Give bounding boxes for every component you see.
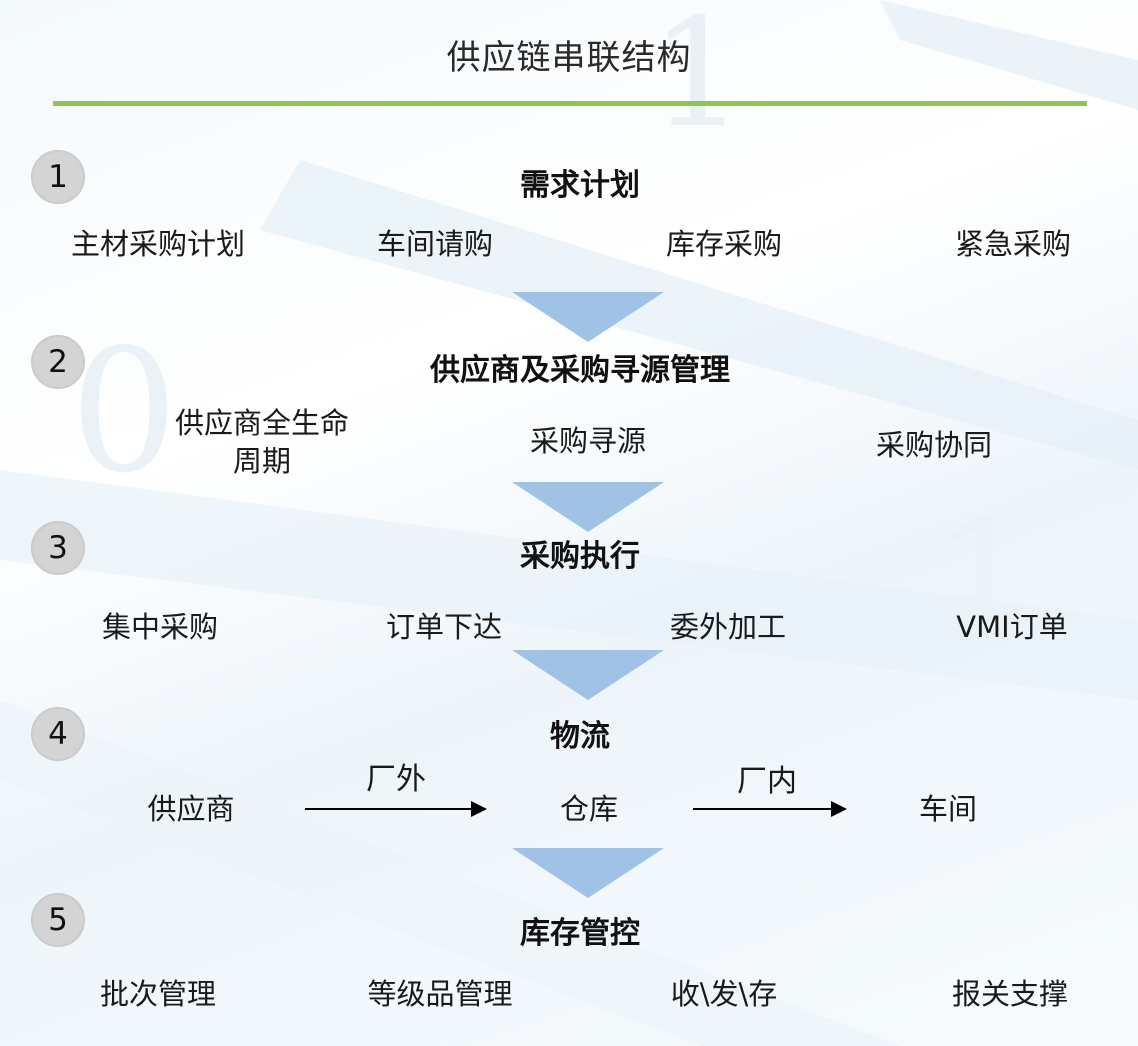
stage-3-title: 采购执行	[520, 539, 640, 574]
diagram-title: 供应链串联结构	[446, 38, 692, 78]
stage-1-item: 紧急采购	[954, 227, 1072, 261]
down-arrow-2-to-3	[512, 482, 664, 532]
flow-arrow-external	[305, 801, 487, 817]
stage-5-item: 等级品管理	[367, 977, 513, 1011]
flow-node-warehouse: 仓库	[559, 792, 619, 826]
flow-node-workshop: 车间	[918, 792, 978, 826]
stage-5-number-badge: 5	[31, 893, 85, 947]
svg-text:1: 1	[930, 483, 1038, 681]
svg-text:0: 0	[70, 313, 178, 511]
stage-2-title: 供应商及采购寻源管理	[430, 353, 730, 388]
title-underline	[53, 101, 1087, 106]
flow-node-supplier: 供应商	[147, 792, 235, 826]
stage-5-item: 批次管理	[99, 977, 217, 1011]
stage-4-number-badge: 4	[31, 707, 85, 761]
stage-5-title: 库存管控	[520, 916, 640, 951]
stage-2-item: 供应商全生命 周期	[174, 406, 350, 478]
stage-3-item: VMI订单	[956, 610, 1068, 644]
down-arrow-3-to-4	[512, 650, 664, 700]
stage-1-item: 车间请购	[376, 227, 494, 261]
down-arrow-1-to-2	[512, 292, 664, 342]
stage-2-number-badge: 2	[31, 335, 85, 389]
stage-1-title: 需求计划	[520, 168, 640, 203]
stage-3-item: 委外加工	[669, 610, 787, 644]
stage-1-item: 库存采购	[665, 227, 783, 261]
stage-4-title: 物流	[550, 719, 610, 754]
stage-1-item: 主材采购计划	[70, 227, 246, 261]
stage-5-item: 报关支撑	[951, 977, 1069, 1011]
flow-link-label-internal: 厂内	[737, 764, 797, 799]
stage-2-item: 采购协同	[875, 428, 993, 462]
stage-2-item: 采购寻源	[529, 424, 647, 458]
stage-1-number-badge: 1	[31, 150, 85, 204]
stage-3-number-badge: 3	[31, 521, 85, 575]
svg-text:1: 1	[650, 0, 745, 161]
stage-3-item: 订单下达	[385, 610, 503, 644]
stage-5-item: 收\发\存	[670, 977, 778, 1011]
flow-arrow-internal	[693, 801, 847, 817]
down-arrow-4-to-5	[512, 848, 664, 898]
flow-link-label-external: 厂外	[366, 762, 426, 797]
stage-3-item: 集中采购	[101, 610, 219, 644]
